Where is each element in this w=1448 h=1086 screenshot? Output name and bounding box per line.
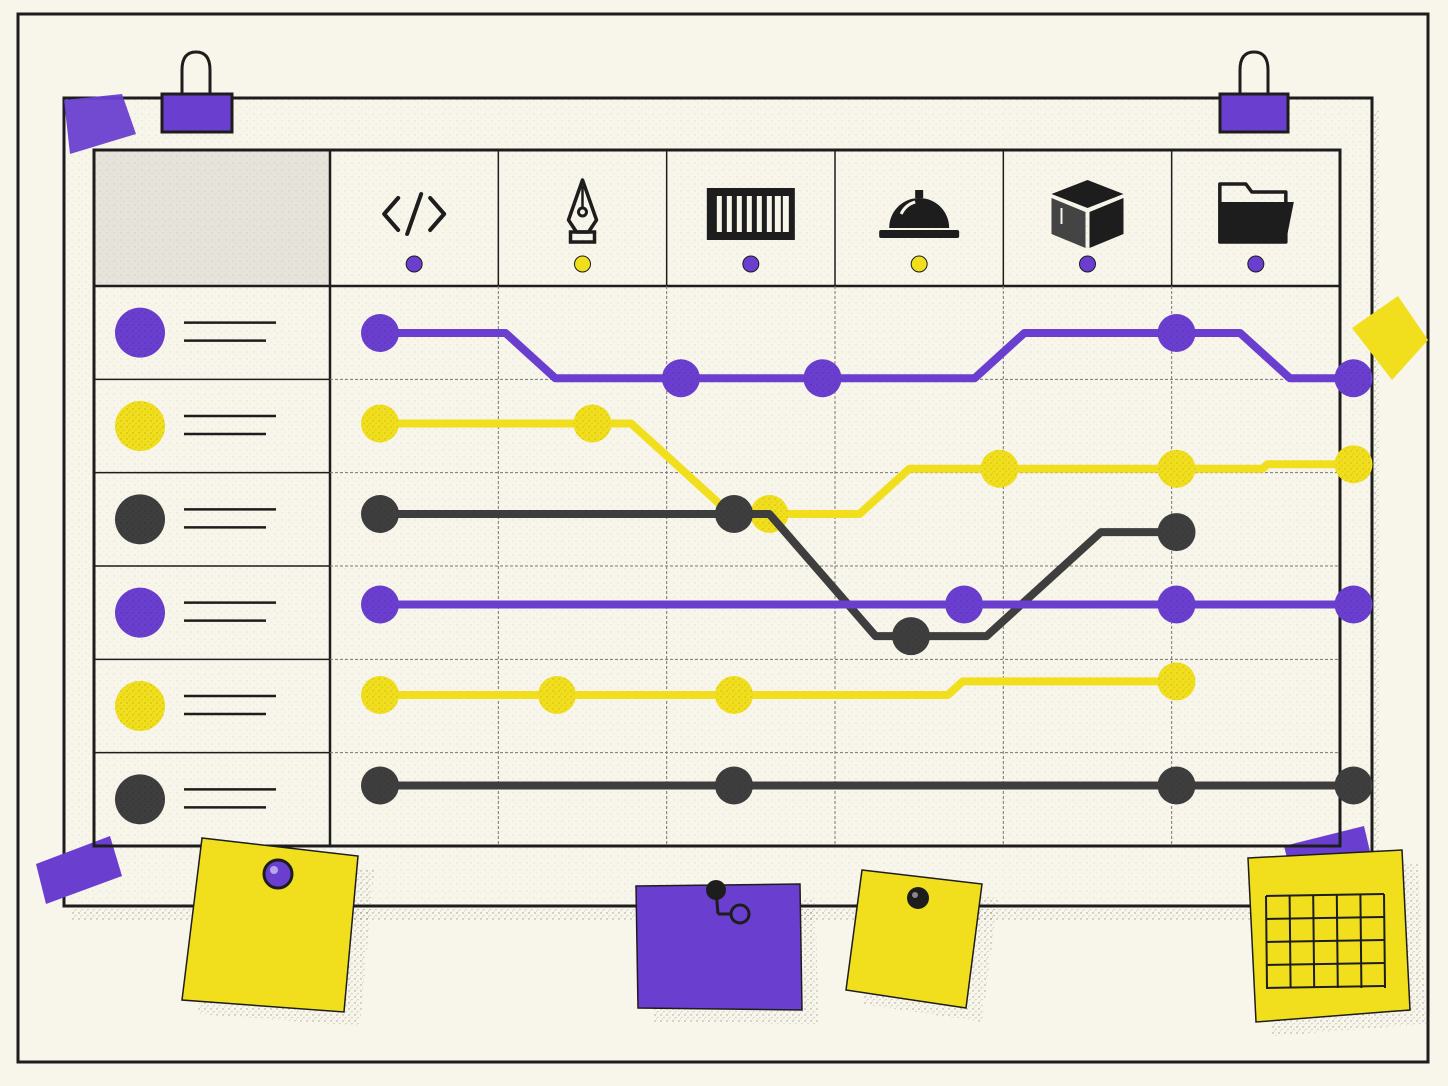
sticky-note: [1247, 849, 1426, 1036]
column-status-dot: [405, 255, 423, 273]
track: [361, 662, 1196, 714]
column-status-dot: [574, 255, 591, 273]
track-node-texture: [1157, 513, 1196, 552]
track-node-texture: [361, 314, 399, 352]
black-pin-icon: [907, 887, 929, 909]
row-label: [115, 774, 276, 825]
row-avatar-texture: [115, 401, 165, 451]
pen-nib-icon: [566, 178, 599, 244]
grid-border: [92, 148, 1342, 848]
code-icon: [382, 192, 447, 236]
track: [361, 314, 1373, 398]
track-line: [376, 419, 1358, 518]
track-node-texture: [980, 449, 1019, 488]
track-node-texture: [803, 359, 842, 398]
purple-pushpin-icon: [262, 858, 294, 890]
track-node-texture: [1157, 766, 1196, 805]
row-avatar-texture: [115, 774, 165, 825]
roadmap-grid: [92, 148, 1342, 848]
binder-clip-right: [1218, 50, 1290, 134]
track: [361, 495, 1196, 656]
track-node-texture: [1157, 314, 1196, 352]
track-node-texture: [1157, 662, 1196, 701]
track-node-texture: [945, 585, 984, 624]
track-node-texture: [361, 676, 399, 714]
row-avatar-texture: [115, 681, 165, 731]
column-header-icons: [382, 178, 1294, 273]
sticky-note-paper: [1247, 849, 1411, 1023]
row-avatar-texture: [115, 494, 165, 545]
tape-right: [1352, 296, 1428, 380]
track-node-texture: [361, 404, 399, 443]
track-node-texture: [361, 585, 399, 624]
track-node-texture: [1157, 585, 1196, 624]
track: [361, 766, 1373, 805]
box-icon: [1051, 180, 1124, 248]
sticky-note-paper: [181, 837, 359, 1013]
row-avatar-texture: [115, 307, 165, 358]
sticky-notes: [181, 837, 1426, 1036]
track-line: [376, 677, 1181, 699]
column-status-dot: [742, 255, 760, 273]
folder-icon: [1218, 182, 1294, 244]
corner-tape-top-left: [64, 94, 136, 154]
row-label: [115, 494, 276, 545]
calendar-grid-icon: [1265, 893, 1386, 989]
row-label: [115, 307, 276, 358]
row-label: [115, 401, 276, 451]
black-pushpin-icon: [706, 880, 751, 925]
track-node-texture: [715, 676, 753, 714]
tape-bottom-left: [36, 836, 122, 904]
sticky-note: [181, 837, 374, 1026]
service-bell-icon: [879, 190, 960, 238]
tracks: [361, 314, 1373, 805]
track-node-texture: [361, 766, 399, 805]
row-avatar-texture: [115, 587, 165, 638]
sticky-note-paper: [635, 883, 803, 1011]
column-status-dot: [910, 255, 928, 273]
row-labels: [115, 307, 276, 825]
track-node-texture: [1334, 766, 1373, 805]
track-node-texture: [573, 404, 612, 443]
track: [361, 585, 1373, 624]
track-node-texture: [538, 676, 576, 714]
track-node-texture: [1334, 585, 1373, 624]
row-label: [115, 681, 276, 731]
row-label: [115, 587, 276, 638]
sticky-note-paper: [845, 869, 983, 1009]
header-corner-texture: [94, 150, 330, 286]
sticky-note: [635, 880, 818, 1024]
track-node-texture: [1157, 449, 1196, 488]
track-node-texture: [715, 766, 753, 805]
binder-clip-left: [160, 50, 234, 134]
sticky-note: [845, 869, 998, 1022]
track-line: [376, 329, 1358, 383]
track-node-texture: [1334, 359, 1373, 398]
track-node-texture: [1334, 445, 1373, 484]
track-node-texture: [661, 359, 700, 398]
shipping-container-icon: [706, 188, 795, 240]
column-status-dot: [1247, 255, 1265, 273]
track-node-texture: [361, 495, 399, 533]
track-node-texture: [892, 617, 930, 656]
column-status-dot: [1079, 255, 1096, 273]
track-node-texture: [715, 495, 753, 533]
outer-frame: [16, 12, 1430, 1064]
